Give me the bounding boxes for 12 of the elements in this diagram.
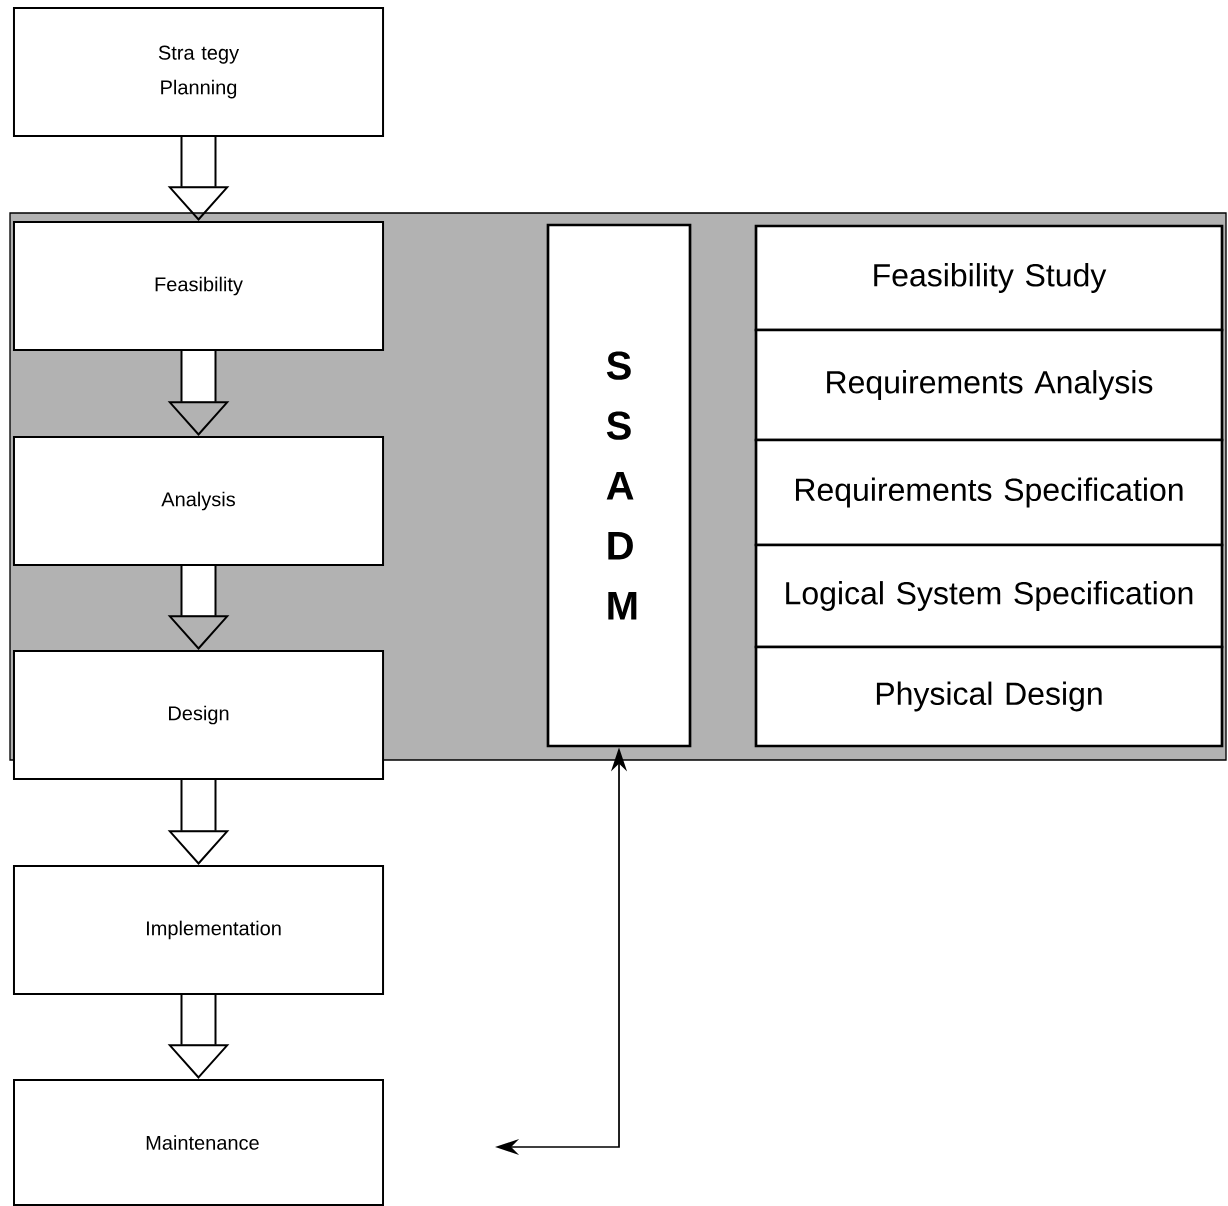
process-box: Feasibility — [13, 221, 385, 351]
table-row: Feasibility Study — [754, 224, 1224, 332]
table-row: Logical System Specification — [754, 543, 1224, 649]
table-row: Physical Design — [754, 645, 1224, 748]
table-row: Requirements Specification — [754, 438, 1224, 547]
vertical-label-box: S S A D M — [546, 223, 692, 748]
process-box: Stra tegy Planning — [13, 7, 385, 137]
process-box: Analysis — [13, 436, 385, 566]
process-box: Design — [13, 650, 385, 780]
process-box: Implementation — [13, 865, 385, 995]
table-row: Requirements Analysis — [754, 328, 1224, 442]
process-box: Maintenance — [13, 1078, 385, 1206]
